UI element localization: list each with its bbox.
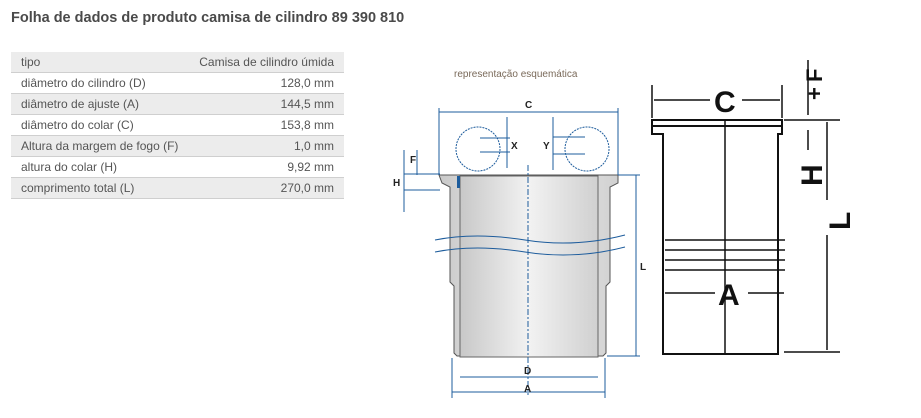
spec-label: comprimento total (L) xyxy=(11,177,189,199)
technical-drawing xyxy=(651,60,840,355)
spec-label: altura do colar (H) xyxy=(11,156,189,178)
spec-label: tipo xyxy=(11,52,189,73)
drawing-label-f: F xyxy=(802,69,827,82)
spec-label: diâmetro do cilindro (D) xyxy=(11,72,189,94)
drawing-label-plus: + xyxy=(802,87,827,100)
spec-value: 144,5 mm xyxy=(188,93,344,115)
spec-value: 270,0 mm xyxy=(188,177,344,199)
table-row: diâmetro do cilindro (D)128,0 mm xyxy=(11,72,344,94)
label-x: X xyxy=(511,141,518,152)
label-d: D xyxy=(524,366,531,377)
label-f: F xyxy=(410,155,416,166)
spec-value: 1,0 mm xyxy=(188,135,344,157)
table-row: comprimento total (L)270,0 mm xyxy=(11,177,344,199)
schematic-liner xyxy=(403,108,640,398)
table-row: altura do colar (H)9,92 mm xyxy=(11,156,344,178)
table-row: diâmetro de ajuste (A)144,5 mm xyxy=(11,93,344,115)
label-l: L xyxy=(640,262,646,273)
spec-label: Altura da margem de fogo (F) xyxy=(11,135,189,157)
label-h: H xyxy=(393,178,400,189)
drawing-label-l: L xyxy=(824,212,857,230)
spec-label: diâmetro do colar (C) xyxy=(11,114,189,136)
page-title: Folha de dados de produto camisa de cili… xyxy=(11,10,405,26)
table-row: diâmetro do colar (C)153,8 mm xyxy=(11,114,344,136)
spec-label: diâmetro de ajuste (A) xyxy=(11,93,189,115)
drawing-label-c: C xyxy=(714,86,736,119)
drawing-label-a: A xyxy=(718,279,740,312)
label-y: Y xyxy=(543,141,550,152)
label-a: A xyxy=(524,384,531,395)
spec-value: Camisa de cilindro úmida xyxy=(188,52,344,73)
spec-value: 9,92 mm xyxy=(188,156,344,178)
diagram-caption: representação esquemática xyxy=(454,69,578,80)
drawing-label-h: H xyxy=(796,164,829,186)
spec-value: 153,8 mm xyxy=(188,114,344,136)
spec-value: 128,0 mm xyxy=(188,72,344,94)
table-row: Altura da margem de fogo (F)1,0 mm xyxy=(11,135,344,157)
label-c: C xyxy=(525,100,532,111)
